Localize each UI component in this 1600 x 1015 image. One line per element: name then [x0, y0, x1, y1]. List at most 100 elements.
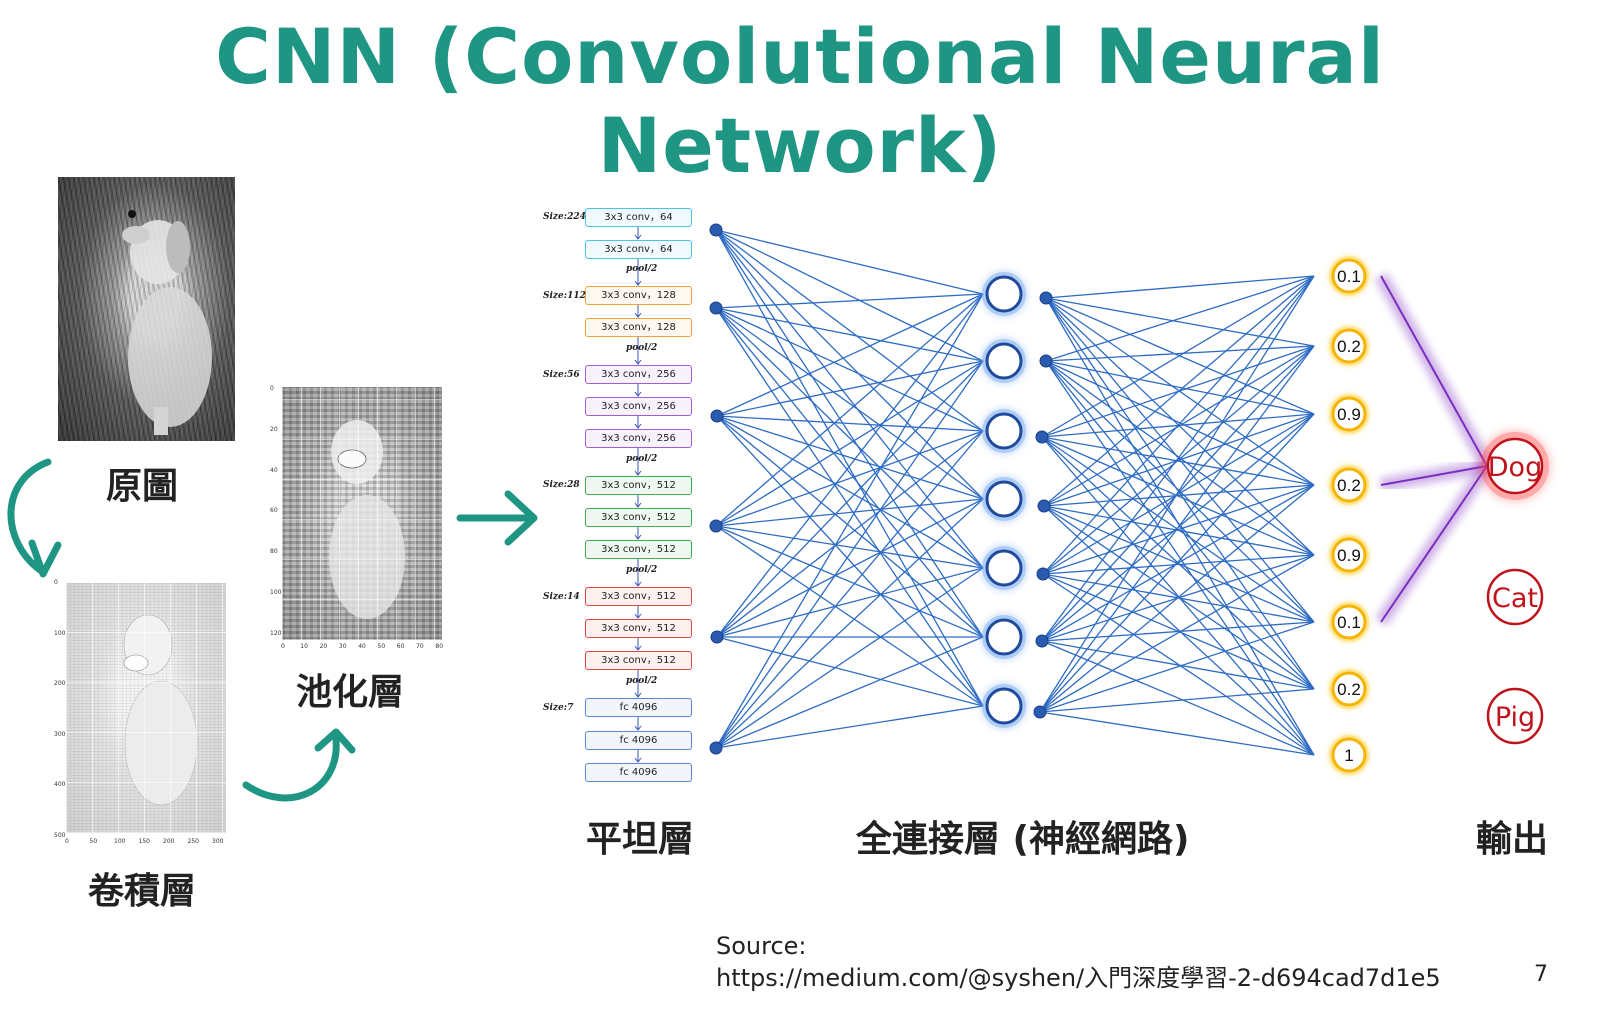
- edge-hidden-output: [1039, 554, 1315, 713]
- vgg-size-label: Size:224: [543, 212, 586, 222]
- vgg-pool-label: pool/2: [626, 264, 658, 274]
- arrow-pool-to-flatten-head: [504, 490, 538, 546]
- conv-xtick-200: 200: [163, 838, 175, 845]
- edge-hidden-output: [1045, 360, 1315, 415]
- edge-input-hidden: [716, 415, 984, 500]
- hidden-output-node: [1036, 567, 1050, 581]
- output-value: 0.9: [1337, 546, 1361, 565]
- edge-input-hidden: [715, 229, 984, 569]
- edge-input-hidden: [716, 498, 984, 638]
- input-node: [710, 630, 724, 644]
- highlight-line-to-dog: [1380, 275, 1488, 467]
- vgg-size-label: Size:28: [543, 480, 580, 490]
- pool-xtick-70: 70: [416, 643, 424, 650]
- conv-ytick-200: 200: [54, 680, 66, 687]
- class-node-dog: [1486, 437, 1544, 495]
- edge-input-hidden: [715, 293, 984, 749]
- edge-input-hidden: [715, 229, 984, 638]
- output-node: [1331, 604, 1367, 640]
- vgg-pool-label: pool/2: [626, 343, 658, 353]
- output-value: 0.9: [1337, 405, 1361, 424]
- edge-input-hidden: [716, 415, 984, 638]
- hidden-output-node: [1037, 499, 1051, 513]
- hidden-node: [985, 480, 1023, 518]
- edge-input-hidden: [716, 360, 984, 638]
- vgg-layer: 3x3 conv，256: [585, 365, 692, 384]
- edge-input-hidden: [715, 636, 984, 749]
- edge-hidden-output: [1045, 297, 1315, 347]
- class-node-cat: [1486, 568, 1544, 626]
- edge-input-hidden: [715, 360, 984, 527]
- edge-input-hidden: [716, 293, 984, 417]
- edge-input-hidden: [716, 415, 984, 432]
- edge-input-hidden: [716, 567, 984, 638]
- conv-ytick-500: 500: [54, 831, 66, 839]
- edge-hidden-output: [1042, 413, 1315, 575]
- pool-xtick-60: 60: [396, 643, 405, 650]
- pool-xtick-80: 80: [435, 643, 444, 650]
- conv-ytick-0: 0: [54, 579, 58, 586]
- edge-hidden-output: [1042, 554, 1315, 575]
- input-node: [709, 519, 723, 533]
- page-title: CNN (Convolutional Neural Network): [215, 12, 1385, 190]
- input-node: [710, 409, 724, 423]
- output-value: 1: [1344, 746, 1353, 765]
- label-fully-connected: 全連接層 (神經網路): [856, 819, 1190, 860]
- vgg-size-label: Size:14: [543, 592, 580, 602]
- hidden-node: [985, 275, 1023, 313]
- class-label-dog: Dog: [1488, 452, 1542, 483]
- output-value: 0.2: [1337, 680, 1361, 699]
- pool-xtick-30: 30: [338, 643, 347, 650]
- conv-xtick-100: 100: [114, 838, 126, 845]
- vgg-layer: 3x3 conv，256: [585, 397, 692, 416]
- edge-input-hidden: [715, 229, 984, 432]
- vgg-pool-label: pool/2: [626, 676, 658, 686]
- arrow-original-to-conv-head: [28, 539, 62, 578]
- edge-input-hidden: [716, 430, 984, 638]
- vgg-layer: 3x3 conv，128: [585, 286, 692, 305]
- edge-input-hidden: [716, 415, 984, 569]
- vgg-layer: 3x3 conv，512: [585, 587, 692, 606]
- class-label-cat: Cat: [1492, 583, 1538, 614]
- page-number: 7: [1534, 962, 1548, 987]
- edge-hidden-output: [1043, 345, 1315, 507]
- output-node: [1331, 537, 1367, 573]
- hidden-output-node: [1039, 291, 1053, 305]
- highlight-line-to-dog: [1380, 465, 1488, 623]
- hidden-node: [985, 618, 1023, 656]
- edge-hidden-output: [1041, 275, 1315, 438]
- source-url[interactable]: https://medium.com/@syshen/入門深度學習-2-d694…: [716, 964, 1441, 992]
- vgg-layer: fc 4096: [585, 763, 692, 782]
- pool-ytick-40: 40: [270, 466, 278, 474]
- edge-input-hidden: [715, 293, 984, 527]
- output-value: 0.2: [1337, 337, 1361, 356]
- edge-hidden-output: [1042, 345, 1315, 575]
- edge-input-hidden: [715, 229, 984, 295]
- output-value: 0.1: [1337, 613, 1361, 632]
- edge-hidden-output: [1039, 275, 1315, 713]
- original-dog-image: [58, 177, 235, 441]
- edge-input-hidden: [715, 498, 984, 749]
- vgg-layer: 3x3 conv，64: [585, 208, 692, 227]
- label-convolution: 卷積層: [88, 871, 197, 912]
- output-node: [1331, 258, 1367, 294]
- edge-hidden-output: [1043, 275, 1315, 507]
- edge-hidden-output: [1041, 436, 1315, 756]
- conv-ytick-100: 100: [54, 629, 66, 637]
- edge-hidden-output: [1039, 688, 1315, 713]
- vgg-arrowhead: [634, 534, 642, 540]
- vgg-arrowhead: [634, 502, 642, 508]
- edge-hidden-output: [1041, 484, 1315, 642]
- edge-hidden-output: [1045, 275, 1315, 362]
- edge-hidden-output: [1042, 484, 1315, 575]
- vgg-arrowhead: [634, 423, 642, 429]
- edge-hidden-output: [1045, 345, 1315, 362]
- conv-xtick-300: 300: [212, 838, 224, 845]
- edge-hidden-output: [1045, 360, 1315, 756]
- hidden-output-node: [1039, 354, 1053, 368]
- vgg-layer: 3x3 conv，256: [585, 429, 692, 448]
- hidden-node: [985, 687, 1023, 725]
- arrow-conv-to-pool-head: [314, 728, 356, 754]
- conv-xtick-50: 50: [89, 838, 98, 845]
